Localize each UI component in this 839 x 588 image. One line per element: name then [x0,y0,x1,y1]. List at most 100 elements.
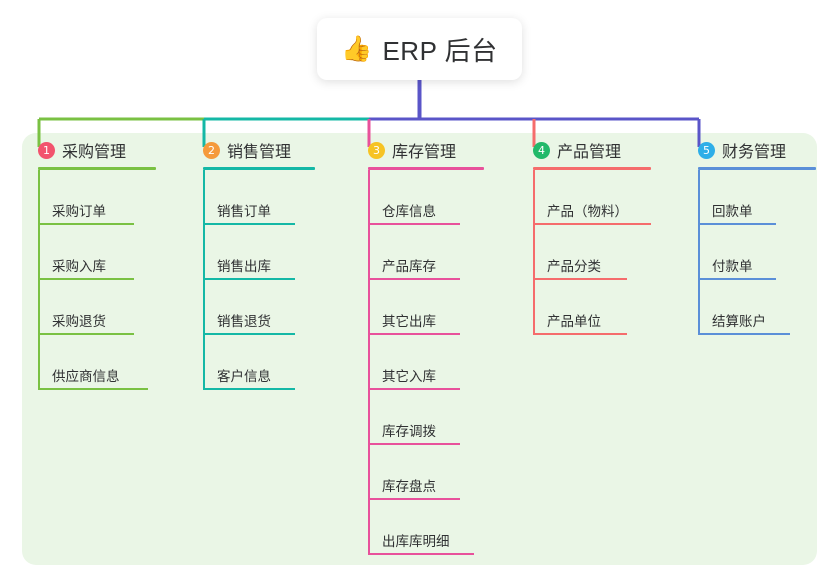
branch-item-label: 客户信息 [217,369,271,384]
branch-item[interactable]: 其它入库 [368,335,484,390]
branch-item[interactable]: 库存调拨 [368,390,484,445]
branch-item-underline [368,333,460,335]
branch-item-label: 库存调拨 [382,424,436,439]
branch-column-4: 4 产品管理产品（物料） 产品分类产品单位 [517,133,651,335]
branch-spine-1 [38,170,40,390]
branch-header-2[interactable]: 2 销售管理 [187,133,315,167]
branch-item-label: 结算账户 [712,314,766,329]
branch-item-underline [38,223,134,225]
branch-item[interactable]: 供应商信息 [38,335,156,390]
branch-item[interactable]: 采购退货 [38,280,156,335]
branch-item[interactable]: 客户信息 [203,335,315,390]
branch-item-label: 采购退货 [52,314,106,329]
branch-item[interactable]: 销售出库 [203,225,315,280]
branch-title-1: 采购管理 [62,144,127,161]
branch-item-underline [368,553,474,555]
branch-item-underline [698,223,776,225]
branch-item[interactable]: 结算账户 [698,280,816,335]
branch-underline-5 [698,167,816,170]
branch-item[interactable]: 回款单 [698,170,816,225]
branch-items-1: 采购订单采购入库采购退货供应商信息 [22,170,156,390]
branches-panel [22,133,817,565]
branch-spine-3 [368,170,370,555]
branch-item[interactable]: 其它出库 [368,280,484,335]
branch-columns: 1 采购管理采购订单采购入库采购退货供应商信息 2 销售管理销售订单销售出库销售退货客… [22,133,817,565]
branch-item-label: 销售退货 [217,314,271,329]
branch-item-label: 出库库明细 [382,534,450,549]
branch-item-label: 其它出库 [382,314,436,329]
branch-item-underline [533,223,651,225]
branch-item[interactable]: 出库库明细 [368,500,484,555]
branch-item-underline [368,223,460,225]
branch-item-label: 产品（物料） [547,204,628,219]
branch-title-4: 产品管理 [557,144,622,161]
root-node[interactable]: 👍 ERP 后台 [317,18,522,80]
branch-items-2: 销售订单销售出库销售退货客户信息 [187,170,315,390]
branch-column-2: 2 销售管理销售订单销售出库销售退货客户信息 [187,133,315,390]
branch-item-label: 产品库存 [382,259,436,274]
branch-badge-3: 3 [368,141,385,159]
branch-item-underline [203,278,295,280]
branch-item-underline [203,223,295,225]
branch-item[interactable]: 库存盘点 [368,445,484,500]
branch-underline-3 [368,167,484,170]
branch-badge-4: 4 [533,141,550,159]
branch-item-underline [533,333,627,335]
branch-badge-1: 1 [38,141,55,159]
branch-item-underline [203,333,295,335]
branch-item[interactable]: 产品分类 [533,225,651,280]
branch-spine-4 [533,170,535,335]
branch-column-1: 1 采购管理采购订单采购入库采购退货供应商信息 [22,133,156,390]
thumbs-up-icon: 👍 [341,34,373,63]
branch-header-4[interactable]: 4 产品管理 [517,133,651,167]
branch-items-4: 产品（物料） 产品分类产品单位 [517,170,651,335]
branch-item-underline [203,388,295,390]
branch-item-label: 销售出库 [217,259,271,274]
branch-underline-4 [533,167,651,170]
branch-item[interactable]: 采购订单 [38,170,156,225]
branch-item[interactable]: 付款单 [698,225,816,280]
branch-item-underline [368,278,460,280]
branch-item[interactable]: 仓库信息 [368,170,484,225]
branch-item[interactable]: 产品单位 [533,280,651,335]
branch-item-label: 库存盘点 [382,479,436,494]
branch-header-1[interactable]: 1 采购管理 [22,133,156,167]
branch-item-underline [368,443,460,445]
branch-underline-1 [38,167,156,170]
branch-item-underline [38,388,148,390]
branch-title-5: 财务管理 [722,144,787,161]
branch-item-underline [368,388,460,390]
branch-item-label: 销售订单 [217,204,271,219]
branch-item-underline [698,333,790,335]
branch-item[interactable]: 采购入库 [38,225,156,280]
branch-item-underline [38,278,134,280]
branch-items-3: 仓库信息产品库存其它出库其它入库库存调拨库存盘点出库库明细 [352,170,484,555]
branch-item-underline [38,333,134,335]
branch-item-underline [698,278,776,280]
branch-item[interactable]: 产品（物料） [533,170,651,225]
branch-item[interactable]: 产品库存 [368,225,484,280]
branch-item[interactable]: 销售退货 [203,280,315,335]
branch-item-label: 其它入库 [382,369,436,384]
root-title: ERP 后台 [382,35,498,66]
branch-item-label: 采购订单 [52,204,106,219]
branch-underline-2 [203,167,315,170]
branch-item-label: 付款单 [712,259,753,274]
branch-spine-2 [203,170,205,390]
branch-item-underline [368,498,460,500]
branch-items-5: 回款单付款单结算账户 [682,170,816,335]
branch-item-label: 仓库信息 [382,204,436,219]
branch-item-underline [533,278,627,280]
branch-item-label: 供应商信息 [52,369,120,384]
branch-title-2: 销售管理 [227,144,292,161]
branch-item-label: 产品分类 [547,259,601,274]
branch-spine-5 [698,170,700,335]
branch-item[interactable]: 销售订单 [203,170,315,225]
branch-item-label: 产品单位 [547,314,601,329]
branch-badge-2: 2 [203,141,220,159]
